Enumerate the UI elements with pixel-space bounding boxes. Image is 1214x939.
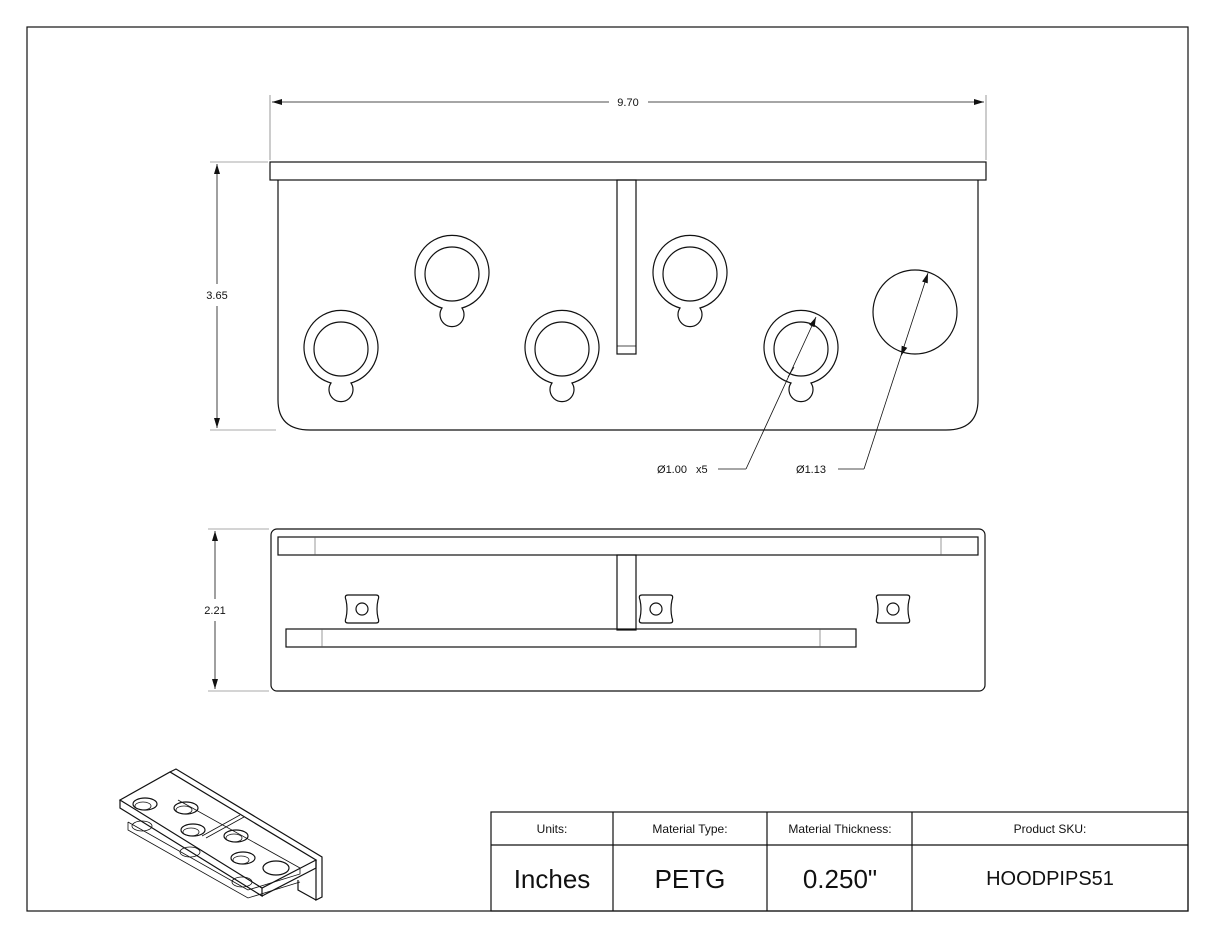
keyhole-hole xyxy=(763,309,839,403)
material-value: PETG xyxy=(655,864,726,894)
top-height-label: 3.65 xyxy=(206,290,227,302)
top-flange xyxy=(269,161,987,181)
keyhole-hole xyxy=(414,234,490,328)
side-view xyxy=(270,528,986,692)
thickness-label: Material Thickness: xyxy=(788,822,891,836)
svg-text:Ø1.00 x5: Ø1.00 x5 xyxy=(657,464,708,476)
mounting-tab xyxy=(875,594,911,624)
svg-text:Ø1.13: Ø1.13 xyxy=(796,464,826,476)
top-view xyxy=(269,161,987,431)
top-height-dimension: 3.65 xyxy=(206,161,276,431)
large-hole xyxy=(872,269,958,355)
mounting-tab xyxy=(344,594,380,624)
upper-rail xyxy=(277,536,979,556)
units-label: Units: xyxy=(537,822,568,836)
isometric-view xyxy=(118,768,323,901)
large-hole-diameter-value: 1.13 xyxy=(805,464,826,476)
small-hole-diameter-value: 1.00 xyxy=(666,464,687,476)
width-dimension: 9.70 xyxy=(269,95,987,160)
sku-value: HOODPIPS51 xyxy=(986,868,1114,890)
center-slot xyxy=(616,179,637,355)
title-block: Units: Material Type: Material Thickness… xyxy=(490,811,1189,912)
sku-label: Product SKU: xyxy=(1014,822,1087,836)
keyhole-hole xyxy=(524,309,600,403)
thickness-value: 0.250" xyxy=(803,864,877,894)
material-label: Material Type: xyxy=(652,822,727,836)
side-height-dimension: 2.21 xyxy=(204,528,269,692)
keyhole-hole xyxy=(652,234,728,328)
small-hole-count: x5 xyxy=(696,464,708,476)
side-center-slot xyxy=(616,554,637,631)
lower-rail xyxy=(285,628,857,648)
main-plate xyxy=(277,180,979,431)
side-height-label: 2.21 xyxy=(204,605,225,617)
width-dimension-label: 9.70 xyxy=(617,97,638,109)
small-hole-diameter-symbol: Ø xyxy=(657,464,666,476)
side-view-outline xyxy=(270,528,986,692)
sheet-border xyxy=(26,26,1189,912)
mounting-tab xyxy=(638,594,674,624)
keyhole-hole xyxy=(303,309,379,403)
small-hole-callout: Ø1.00 x5 xyxy=(657,316,817,476)
large-hole-diameter-symbol: Ø xyxy=(796,464,805,476)
large-hole-callout: Ø1.13 xyxy=(796,272,929,476)
units-value: Inches xyxy=(514,864,591,894)
